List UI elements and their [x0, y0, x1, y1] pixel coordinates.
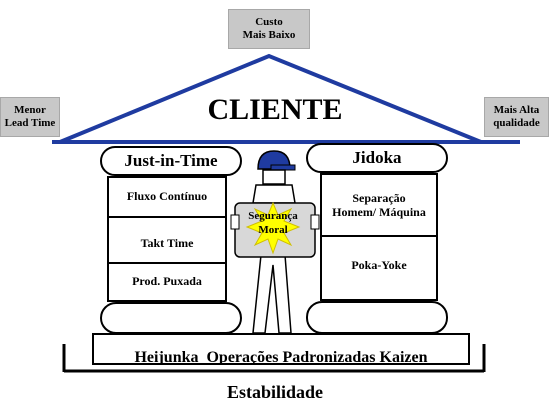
left-pillar-column: Fluxo Contínuo Takt Time Prod. Puxada — [107, 176, 227, 302]
right-pillar-item: Poka-Yoke — [351, 258, 407, 272]
left-label-line1: Menor — [14, 104, 46, 116]
right-label-line1: Mais Alta — [493, 104, 540, 116]
right-label-box: Mais Alta qualidade — [484, 97, 549, 137]
worker-figure — [230, 150, 320, 334]
foundation-box: Heijunka Operações Padronizadas Kaizen — [92, 333, 470, 365]
left-pillar-cap: Just-in-Time — [100, 146, 242, 176]
right-pillar-title: Jidoka — [352, 148, 402, 167]
right-pillar-column: Separação Homem/ Máquina Poka-Yoke — [320, 173, 438, 301]
right-label-line2: qualidade — [493, 117, 540, 129]
right-pillar-item: Separação Homem/ Máquina — [332, 191, 426, 219]
foundation-text: Heijunka Operações Padronizadas Kaizen — [134, 349, 428, 365]
top-label-line1: Custo — [255, 16, 283, 28]
left-label-line2: Lead Time — [4, 117, 56, 129]
left-label-box: Menor Lead Time — [0, 97, 60, 137]
left-pillar-title: Just-in-Time — [124, 151, 218, 170]
left-pillar-item: Takt Time — [140, 236, 194, 250]
center-badge-line1: Segurança — [248, 210, 298, 222]
center-badge-line2: Moral — [258, 224, 288, 236]
right-pillar-base — [306, 301, 448, 334]
center-badge: Segurança Moral — [232, 209, 314, 237]
top-label-line2: Mais Baixo — [242, 29, 296, 41]
left-pillar-item: Prod. Puxada — [132, 274, 202, 288]
star-burst — [245, 201, 301, 255]
left-pillar-item: Fluxo Contínuo — [126, 189, 208, 203]
divider — [322, 235, 436, 237]
top-label-box: Custo Mais Baixo — [228, 9, 310, 49]
divider — [109, 262, 225, 264]
roof-title: CLIENTE — [207, 93, 343, 126]
base-label: Estabilidade — [226, 382, 324, 402]
right-pillar-cap: Jidoka — [306, 143, 448, 173]
divider — [109, 216, 225, 218]
